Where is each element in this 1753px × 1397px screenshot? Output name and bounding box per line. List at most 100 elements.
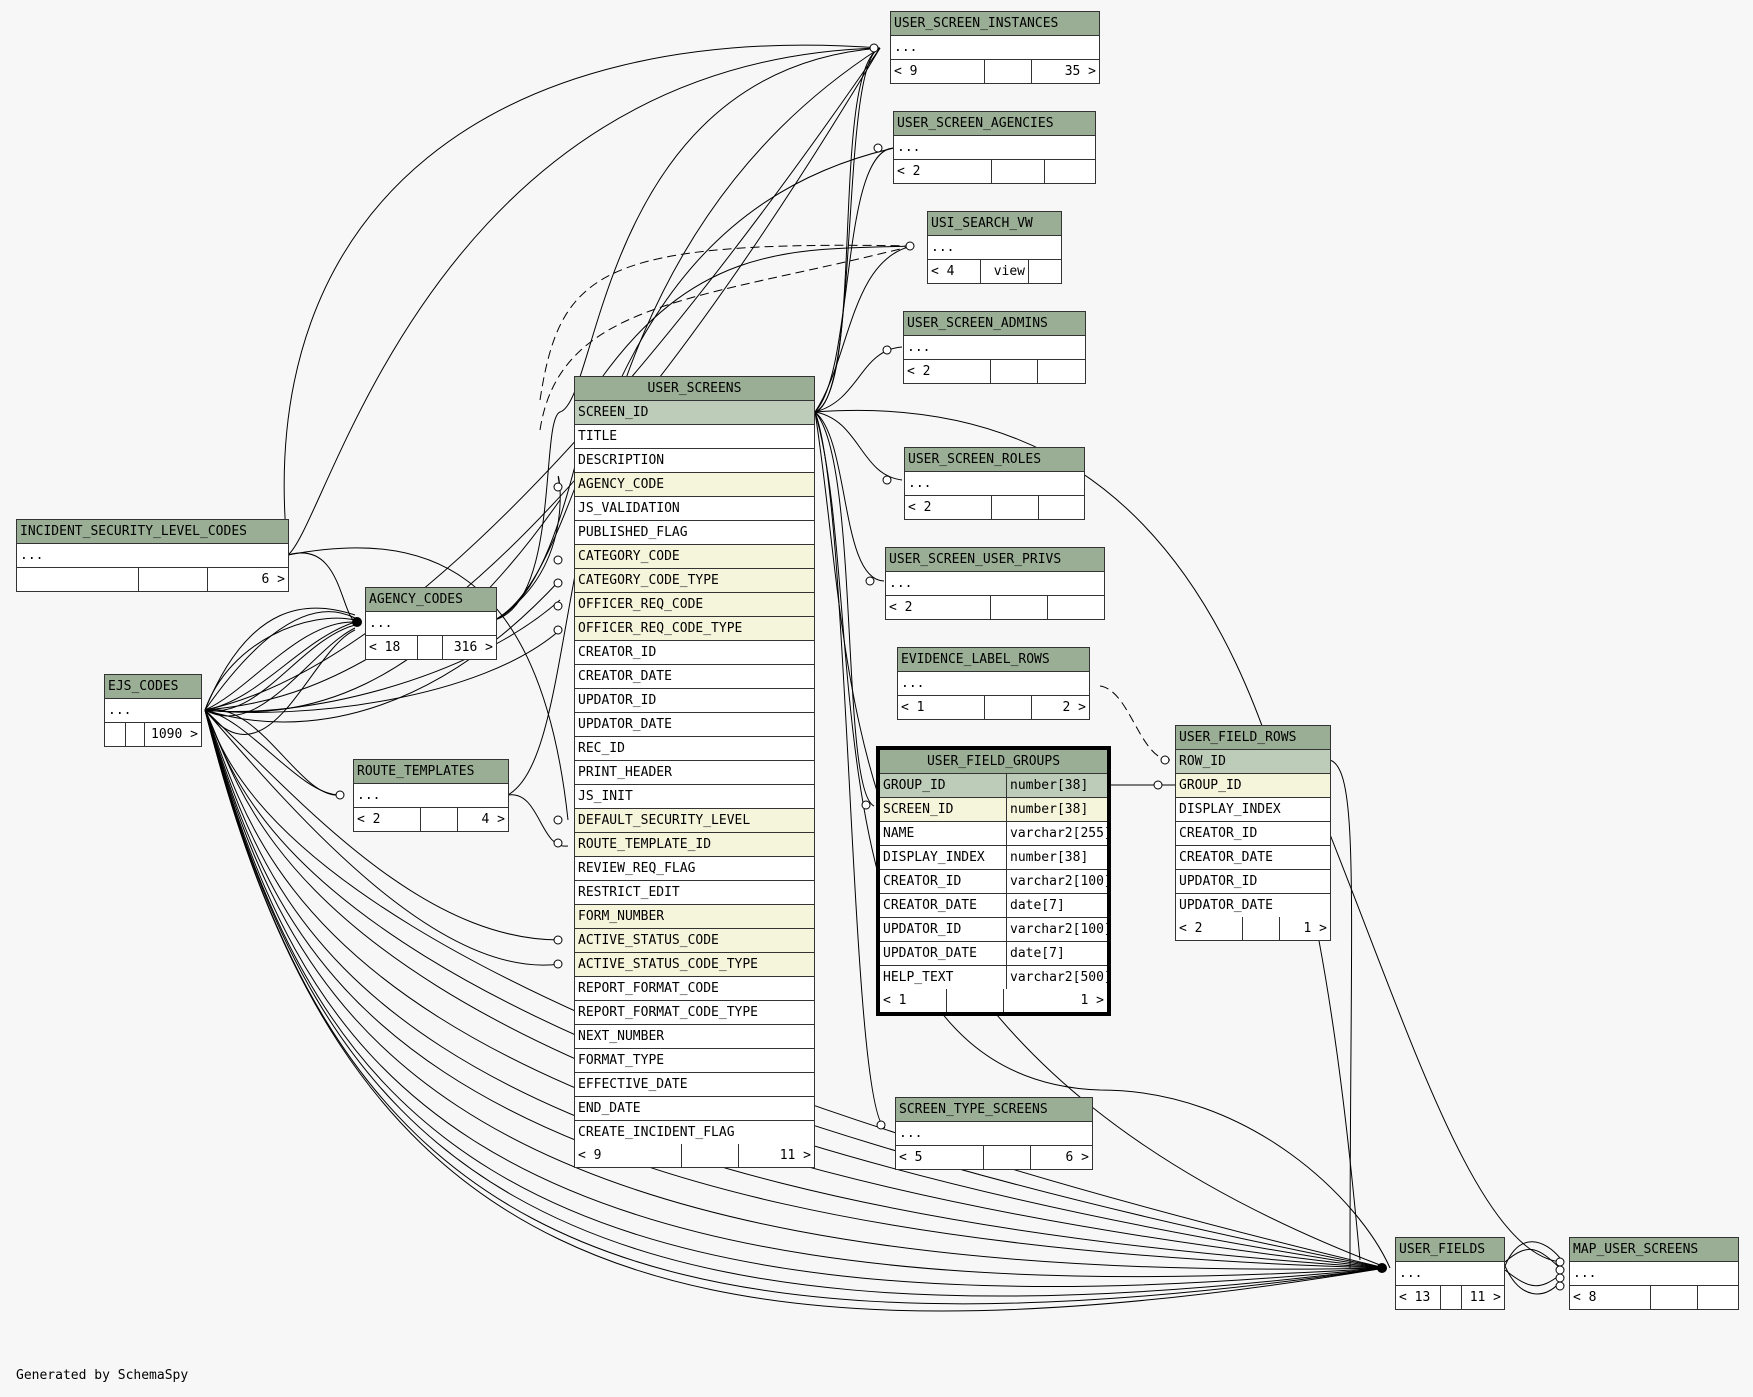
column-row[interactable]: CREATOR_DATE: [575, 665, 814, 689]
column-row[interactable]: CATEGORY_CODE: [575, 545, 814, 569]
column-row[interactable]: END_DATE: [575, 1097, 814, 1121]
column-row[interactable]: CREATOR_ID: [575, 641, 814, 665]
column-row[interactable]: UPDATOR_DATE: [1176, 894, 1330, 917]
column-name: UPDATOR_DATE: [578, 717, 672, 732]
table-body: ...: [369, 616, 393, 631]
column-row[interactable]: OFFICER_REQ_CODE_TYPE: [575, 617, 814, 641]
column-row[interactable]: AGENCY_CODE: [575, 473, 814, 497]
column-row[interactable]: ACTIVE_STATUS_CODE: [575, 929, 814, 953]
column-row[interactable]: CREATOR_DATE: [1176, 846, 1330, 870]
row-count: 1 >: [1080, 993, 1104, 1008]
table-user-field-rows[interactable]: USER_FIELD_ROWS ROW_ID GROUP_ID DISPLAY_IN…: [1175, 725, 1331, 941]
column-row[interactable]: CATEGORY_CODE_TYPE: [575, 569, 814, 593]
table-header: EVIDENCE_LABEL_ROWS: [898, 648, 1089, 672]
column-name: CATEGORY_CODE: [578, 549, 680, 564]
column-row[interactable]: GROUP_ID: [1176, 774, 1330, 798]
column-row[interactable]: REVIEW_REQ_FLAG: [575, 857, 814, 881]
column-row[interactable]: RESTRICT_EDIT: [575, 881, 814, 905]
column-name: PRINT_HEADER: [578, 765, 672, 780]
column-row[interactable]: ROUTE_TEMPLATE_ID: [575, 833, 814, 857]
table-body: ...: [889, 576, 913, 591]
parent-count: < 9: [578, 1148, 602, 1163]
column-row[interactable]: UPDATOR_ID: [1176, 870, 1330, 894]
column-row[interactable]: REPORT_FORMAT_CODE: [575, 977, 814, 1001]
column-name: REC_ID: [578, 741, 625, 756]
table-header: USER_SCREEN_INSTANCES: [891, 12, 1099, 36]
table-header: USER_SCREENS: [575, 377, 814, 401]
table-user-screen-admins[interactable]: USER_SCREEN_ADMINS ... < 2: [903, 311, 1086, 384]
table-header: AGENCY_CODES: [366, 588, 496, 612]
table-ejs-codes[interactable]: EJS_CODES ... 1090 >: [104, 674, 202, 747]
column-name: DISPLAY_INDEX: [1179, 802, 1281, 817]
column-row[interactable]: OFFICER_REQ_CODE: [575, 593, 814, 617]
foot-middle: [983, 1146, 1031, 1169]
column-row[interactable]: ACTIVE_STATUS_CODE_TYPE: [575, 953, 814, 977]
table-header: USER_SCREEN_ROLES: [905, 448, 1084, 472]
foot-middle: [991, 160, 1045, 183]
table-header: USER_SCREEN_ADMINS: [904, 312, 1085, 336]
column-name: REPORT_FORMAT_CODE_TYPE: [578, 1005, 759, 1020]
column-name: ROW_ID: [1179, 754, 1226, 769]
table-body: ...: [1399, 1266, 1423, 1281]
column-row[interactable]: TITLE: [575, 425, 814, 449]
table-map-user-screens[interactable]: MAP_USER_SCREENS ... < 8: [1569, 1237, 1739, 1310]
row-count: [1038, 360, 1085, 383]
column-row[interactable]: DISPLAY_INDEX: [1176, 798, 1330, 822]
column-row[interactable]: REC_ID: [575, 737, 814, 761]
table-user-screen-agencies[interactable]: USER_SCREEN_AGENCIES ... < 2: [893, 111, 1096, 184]
parent-count: < 1: [883, 993, 907, 1008]
column-row[interactable]: PUBLISHED_FLAG: [575, 521, 814, 545]
column-row[interactable]: REPORT_FORMAT_CODE_TYPE: [575, 1001, 814, 1025]
column-name: NAME: [883, 826, 915, 841]
column-name: PUBLISHED_FLAG: [578, 525, 688, 540]
column-name: OFFICER_REQ_CODE: [578, 597, 704, 612]
column-row[interactable]: DESCRIPTION: [575, 449, 814, 473]
column-row[interactable]: EFFECTIVE_DATE: [575, 1073, 814, 1097]
column-row[interactable]: ROW_ID: [1176, 750, 1330, 774]
column-row[interactable]: JS_VALIDATION: [575, 497, 814, 521]
column-row[interactable]: DEFAULT_SECURITY_LEVEL: [575, 809, 814, 833]
column-row[interactable]: JS_INIT: [575, 785, 814, 809]
column-row[interactable]: CREATE_INCIDENT_FLAG: [575, 1121, 814, 1144]
column-row[interactable]: NEXT_NUMBER: [575, 1025, 814, 1049]
column-row[interactable]: UPDATOR_ID: [575, 689, 814, 713]
column-row[interactable]: FORM_NUMBER: [575, 905, 814, 929]
column-row[interactable]: FORMAT_TYPE: [575, 1049, 814, 1073]
row-count: 4 >: [481, 812, 505, 827]
table-header: USER_FIELD_ROWS: [1176, 726, 1330, 750]
column-name: REPORT_FORMAT_CODE: [578, 981, 719, 996]
column-name: NEXT_NUMBER: [578, 1029, 665, 1044]
column-type: number[38]: [1006, 846, 1107, 869]
parent-count: < 5: [899, 1150, 923, 1165]
table-user-screen-roles[interactable]: USER_SCREEN_ROLES ... < 2: [904, 447, 1085, 520]
foot-middle: [984, 696, 1032, 719]
row-count: 6 >: [261, 572, 285, 587]
column-name: CREATOR_ID: [1179, 826, 1258, 841]
table-user-screen-user-privs[interactable]: USER_SCREEN_USER_PRIVS ... < 2: [885, 547, 1105, 620]
column-row[interactable]: SCREEN_ID: [575, 401, 814, 425]
table-incident-security-level-codes[interactable]: INCIDENT_SECURITY_LEVEL_CODES ... 6 >: [16, 519, 289, 592]
column-name: FORMAT_TYPE: [578, 1053, 665, 1068]
column-row[interactable]: PRINT_HEADER: [575, 761, 814, 785]
column-row[interactable]: CREATOR_ID: [1176, 822, 1330, 846]
column-row[interactable]: UPDATOR_DATE: [575, 713, 814, 737]
table-header: ROUTE_TEMPLATES: [354, 760, 508, 784]
